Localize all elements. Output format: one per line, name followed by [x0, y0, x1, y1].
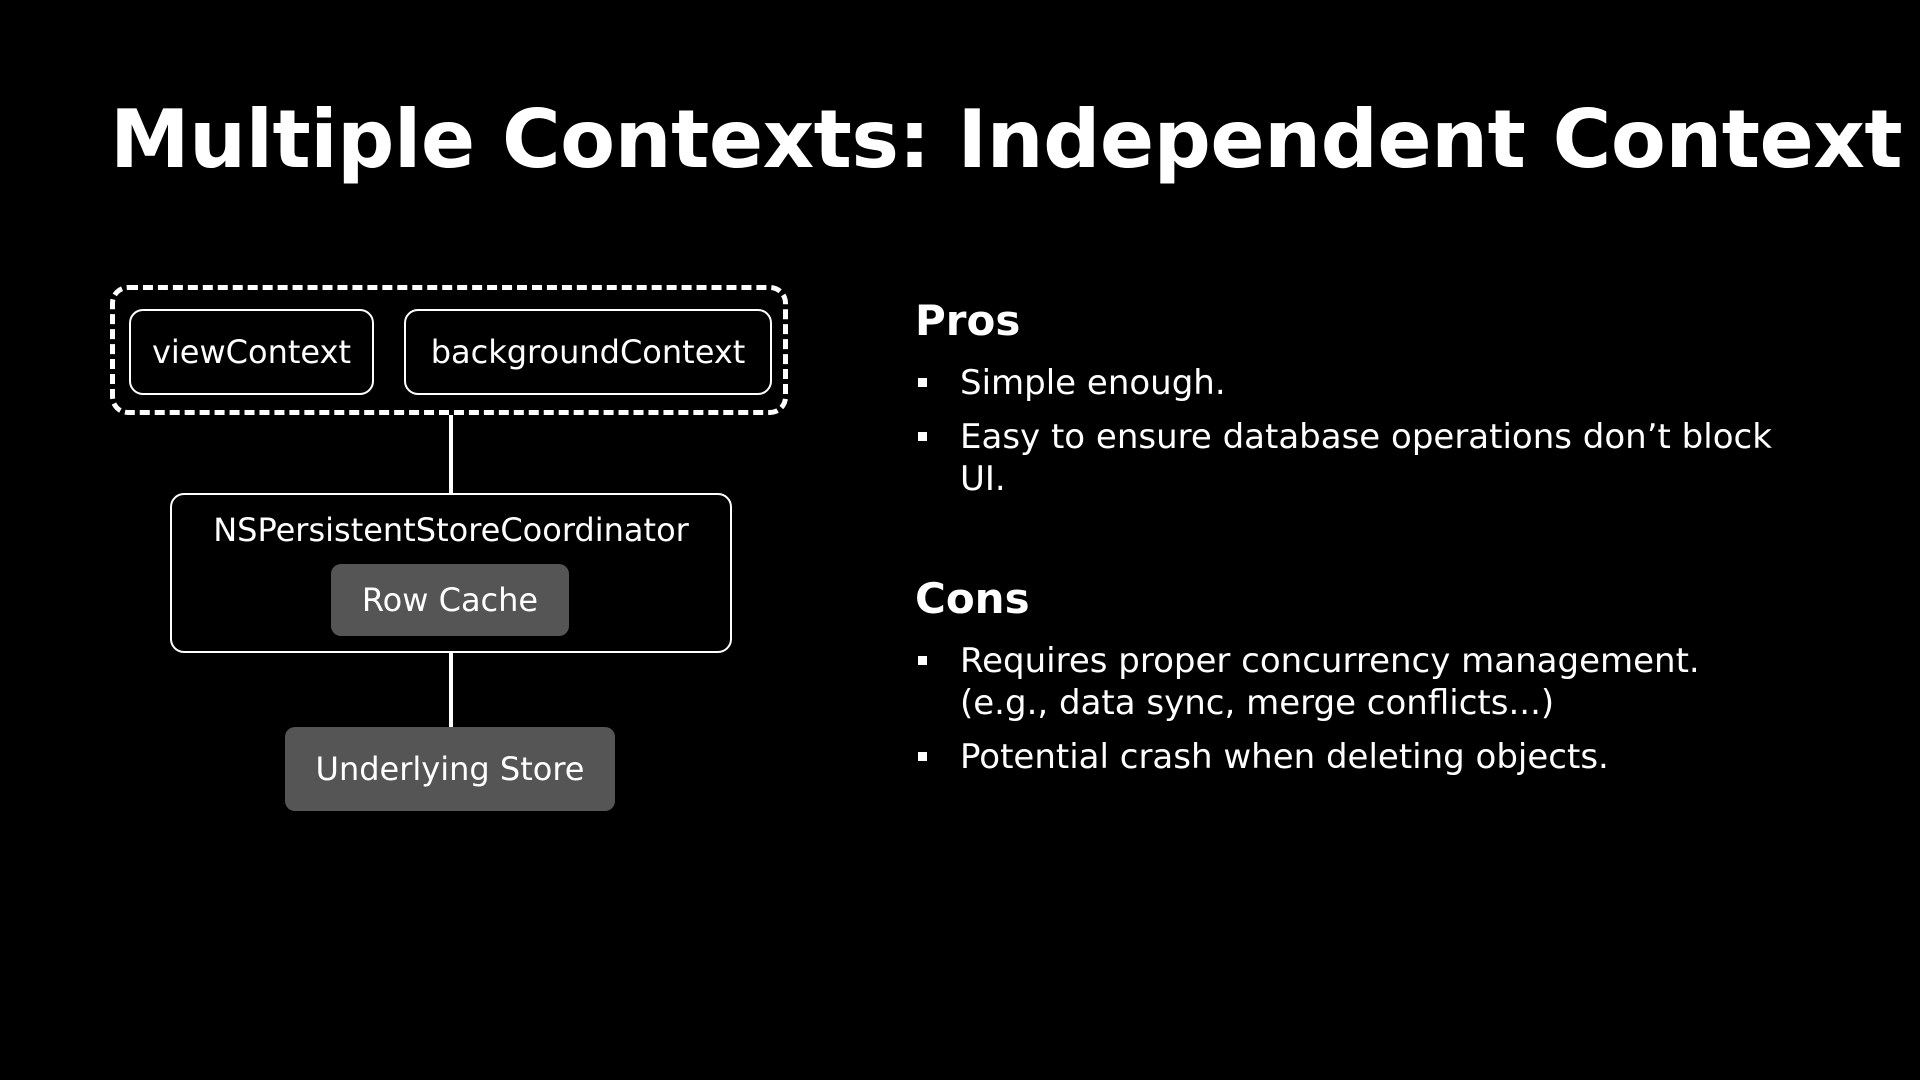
- persistent-store-coordinator-label: NSPersistentStoreCoordinator: [213, 511, 689, 549]
- pros-item-text: Easy to ensure database operations don’t…: [960, 417, 1772, 499]
- context-group-dashed-border: [110, 285, 788, 415]
- slide-title: Multiple Contexts: Independent Context: [110, 93, 1903, 186]
- cons-list: Requires proper concurrency management. …: [915, 640, 1775, 790]
- square-bullet-icon: [918, 378, 927, 387]
- connector-coordinator-to-store: [449, 653, 453, 727]
- pros-item: Simple enough.: [915, 362, 1775, 404]
- square-bullet-icon: [918, 656, 927, 665]
- view-context-label: viewContext: [151, 333, 352, 371]
- background-context-node: backgroundContext: [404, 309, 772, 395]
- cons-item-subtext: (e.g., data sync, merge conflicts...): [960, 683, 1555, 723]
- connector-contexts-to-coordinator: [449, 415, 453, 493]
- square-bullet-icon: [918, 432, 927, 441]
- row-cache-label: Row Cache: [361, 581, 539, 619]
- cons-heading: Cons: [915, 574, 1030, 623]
- cons-item-text: Requires proper concurrency management.: [960, 641, 1700, 681]
- view-context-node: viewContext: [129, 309, 374, 395]
- cons-item: Potential crash when deleting objects.: [915, 736, 1775, 778]
- pros-item-text: Simple enough.: [960, 363, 1226, 403]
- pros-heading: Pros: [915, 296, 1021, 345]
- square-bullet-icon: [918, 752, 927, 761]
- cons-item-text: Potential crash when deleting objects.: [960, 737, 1609, 777]
- underlying-store-label: Underlying Store: [315, 750, 585, 788]
- background-context-label: backgroundContext: [430, 333, 746, 371]
- pros-item: Easy to ensure database operations don’t…: [915, 416, 1775, 500]
- pros-list: Simple enough. Easy to ensure database o…: [915, 362, 1775, 512]
- underlying-store-node: Underlying Store: [285, 727, 615, 811]
- row-cache-node: Row Cache: [331, 564, 569, 636]
- persistent-store-coordinator-node: NSPersistentStoreCoordinator: [170, 493, 732, 653]
- cons-item: Requires proper concurrency management. …: [915, 640, 1775, 724]
